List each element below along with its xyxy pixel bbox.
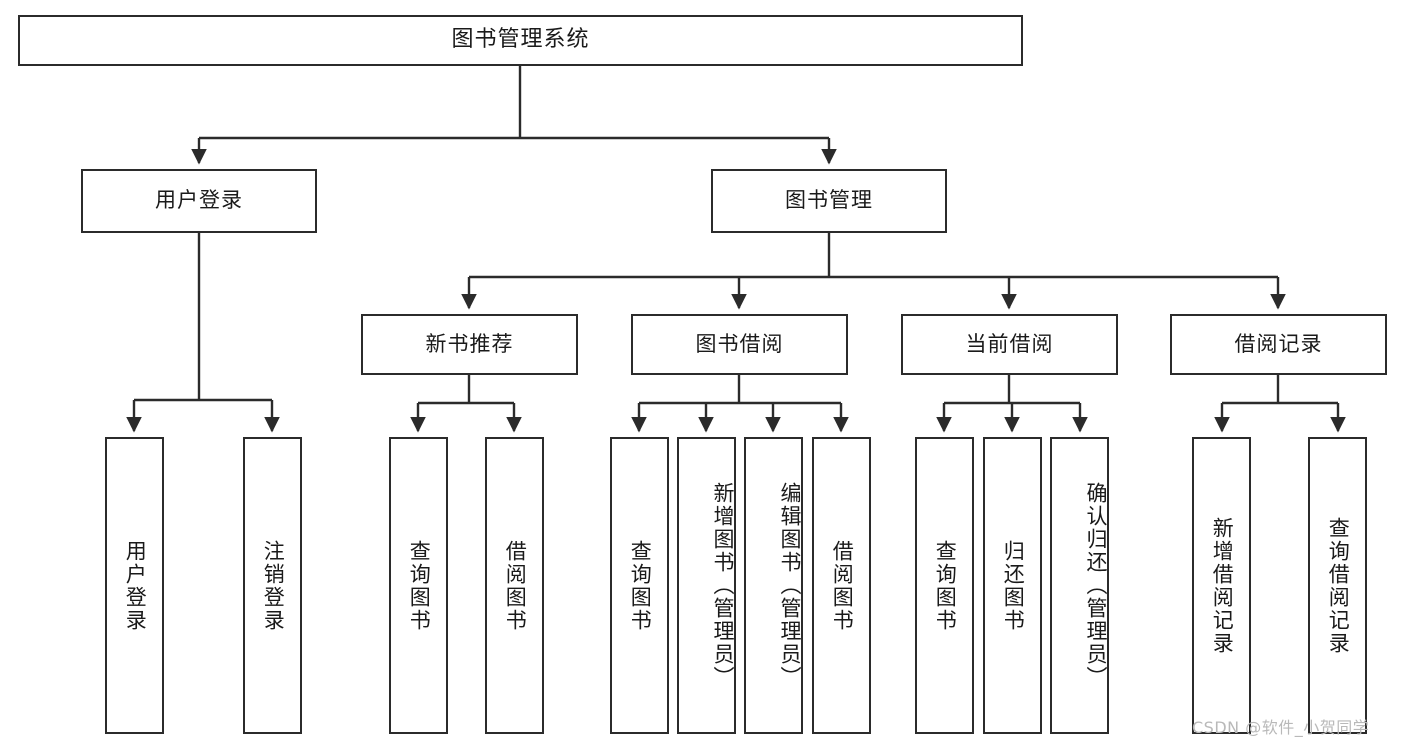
leaf-borrow-book[interactable]: 借阅图书	[812, 437, 871, 734]
node-label: 图书管理系统	[451, 27, 590, 53]
node-label: 归还图书	[1001, 539, 1026, 632]
leaf-borrow-book-recommend[interactable]: 借阅图书	[485, 437, 544, 734]
node-label: 新书推荐	[425, 331, 514, 356]
node-label: 编辑图书（管理员）	[778, 482, 802, 689]
leaf-query-borrow-record[interactable]: 查询借阅记录	[1308, 437, 1367, 734]
node-label: 确认归还（管理员）	[1084, 482, 1108, 689]
leaf-add-book-admin[interactable]: 新增图书（管理员）	[677, 437, 736, 734]
watermark-text: CSDN @软件_小贺同学	[1192, 718, 1370, 737]
node-label: 图书借阅	[695, 331, 784, 356]
leaf-add-borrow-record[interactable]: 新增借阅记录	[1192, 437, 1251, 734]
node-label: 用户登录	[155, 188, 243, 213]
node-label: 查询图书	[628, 539, 653, 632]
node-label: 新增借阅记录	[1210, 516, 1235, 655]
leaf-user-login[interactable]: 用户登录	[105, 437, 164, 734]
node-label: 借阅图书	[830, 539, 855, 632]
leaf-query-book-recommend[interactable]: 查询图书	[389, 437, 448, 734]
node-label: 图书管理	[785, 188, 873, 213]
node-root-system[interactable]: 图书管理系统	[18, 15, 1023, 66]
leaf-return-book[interactable]: 归还图书	[983, 437, 1042, 734]
node-label: 注销登录	[261, 539, 286, 632]
node-label: 查询借阅记录	[1326, 516, 1351, 655]
node-borrow-record[interactable]: 借阅记录	[1170, 314, 1387, 375]
leaf-query-book-current[interactable]: 查询图书	[915, 437, 974, 734]
node-label: 当前借阅	[965, 331, 1054, 356]
node-label: 用户登录	[123, 539, 148, 632]
node-current-borrow[interactable]: 当前借阅	[901, 314, 1118, 375]
node-label: 借阅图书	[503, 539, 528, 632]
leaf-logout[interactable]: 注销登录	[243, 437, 302, 734]
node-label: 借阅记录	[1234, 331, 1323, 356]
leaf-query-book-borrow[interactable]: 查询图书	[610, 437, 669, 734]
leaf-edit-book-admin[interactable]: 编辑图书（管理员）	[744, 437, 803, 734]
node-label: 查询图书	[933, 539, 958, 632]
node-book-borrow[interactable]: 图书借阅	[631, 314, 848, 375]
node-book-management[interactable]: 图书管理	[711, 169, 947, 233]
node-label: 新增图书（管理员）	[711, 482, 735, 689]
node-label: 查询图书	[407, 539, 432, 632]
leaf-confirm-return-admin[interactable]: 确认归还（管理员）	[1050, 437, 1109, 734]
node-new-book-recommend[interactable]: 新书推荐	[361, 314, 578, 375]
node-user-login[interactable]: 用户登录	[81, 169, 317, 233]
